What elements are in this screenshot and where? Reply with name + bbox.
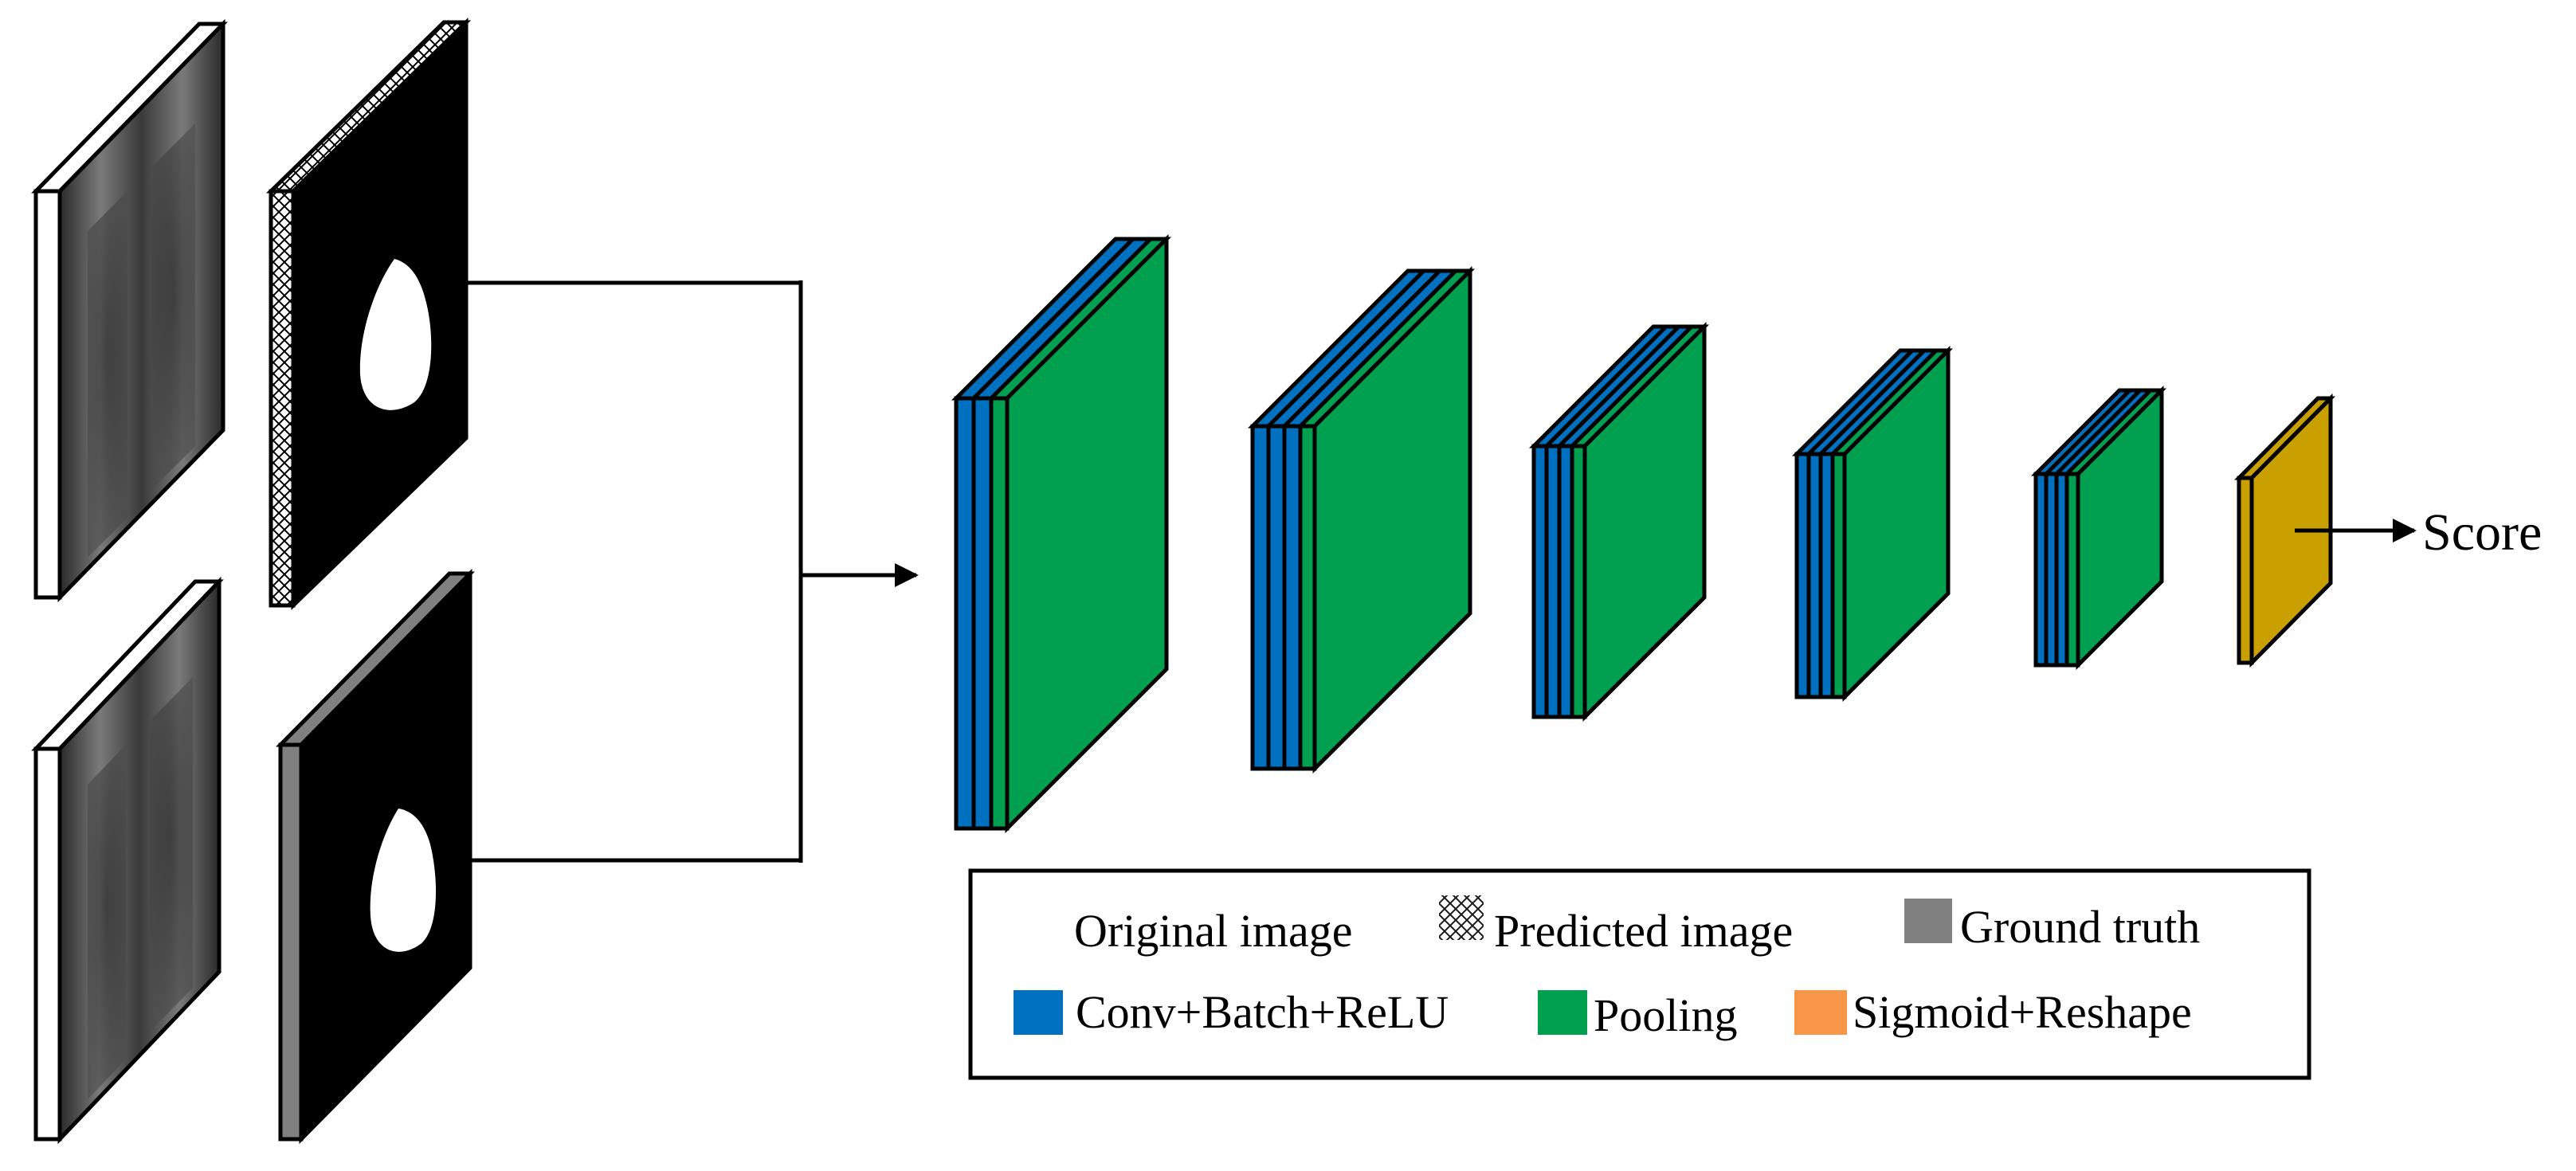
legend-predicted-image: Predicted image [1494,905,1793,957]
conv-layer [971,396,994,831]
conv-layer [1282,424,1303,771]
pooling-layer-face [2076,385,2164,671]
legend-box [968,868,2311,1080]
predicted-mask-1 [265,18,472,610]
network-blocks [951,233,2167,834]
pooling-layer-face [1842,345,1951,703]
legend-pooling: Pooling [1594,989,1738,1041]
pooling-layer-face [1005,233,1169,834]
predicted-image-icon [1439,895,1484,940]
block-4 [1791,345,1954,703]
input-pair-2 [31,568,475,1145]
sigmoid-layer [2234,393,2335,668]
input-pair-1 [31,18,472,610]
original-xray-1 [31,18,228,603]
legend-original-image: Original image [1074,905,1353,957]
output: Score [2295,503,2542,562]
block-3 [1528,321,1710,723]
pooling-layer [1298,424,1317,771]
conv-layer [1266,424,1287,771]
pooling-swatch [1538,990,1587,1035]
score-label: Score [2422,503,2542,562]
legend: Original image Predicted image Ground tr… [968,868,2311,1080]
ground-truth-mask-2 [276,568,475,1145]
sigmoid-swatch [1794,990,1847,1035]
block-5 [2030,385,2167,671]
ground-truth-swatch [1904,899,1952,943]
pooling-layer-face [1582,321,1707,723]
block-1 [951,233,1172,834]
connector [466,280,919,863]
legend-ground-truth: Ground truth [1960,901,2200,953]
legend-sigmoid: Sigmoid+Reshape [1853,986,2192,1038]
pooling-layer-face [1312,265,1472,774]
conv-layer [1250,424,1271,771]
legend-conv: Conv+Batch+ReLU [1076,986,1449,1038]
block-2 [1247,265,1476,774]
pooling-layer [989,396,1010,831]
conv-layer [954,396,976,831]
original-xray-2 [31,576,224,1145]
conv-swatch [1014,990,1063,1035]
